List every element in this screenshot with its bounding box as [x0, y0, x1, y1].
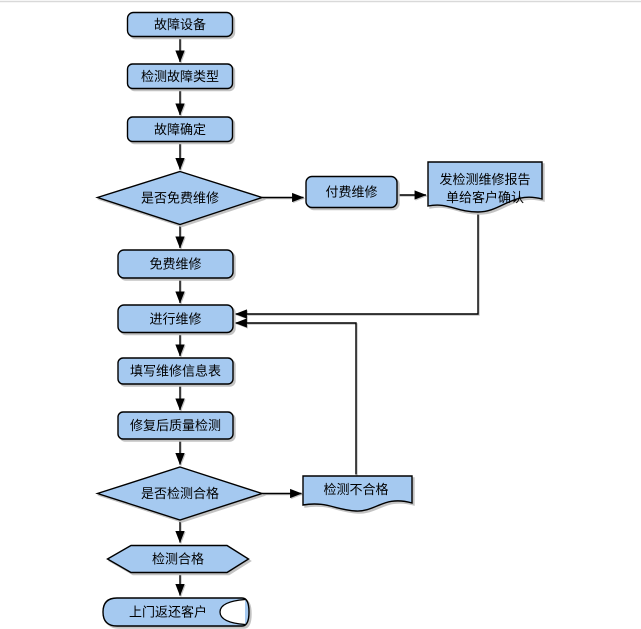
send-report-label-line1: 发检测维修报告 [439, 172, 530, 187]
check-failed-label: 检测不合格 [323, 482, 388, 497]
detect-fault-type-label: 检测故障类型 [141, 69, 219, 84]
quality-check-shape [117, 411, 234, 440]
is-check-passed-label: 是否检测合格 [141, 486, 219, 501]
do-repair-label: 进行维修 [149, 312, 201, 327]
node-free-repair: 免费维修 [117, 249, 234, 279]
node-faulty-device: 故障设备 [126, 11, 234, 38]
connectors [175, 36, 479, 597]
return-to-customer-notch [219, 598, 246, 626]
edge-failed-to-dorepair [234, 318, 357, 475]
nodes: 故障设备 检测故障类型 故障确定 是否免费维修 付费维修 发检测维修报告 单给客… [95, 11, 543, 627]
node-do-repair: 进行维修 [117, 304, 234, 334]
check-failed-shape [302, 475, 413, 512]
free-repair-shape [117, 249, 234, 279]
quality-check-label: 修复后质量检测 [130, 418, 221, 433]
is-free-repair-shape [95, 170, 265, 226]
free-repair-label: 免费维修 [149, 257, 201, 272]
fill-repair-form-shape [117, 357, 234, 385]
node-is-free-repair: 是否免费维修 [95, 170, 265, 226]
send-report-shape [427, 161, 543, 213]
fault-confirmed-shape [126, 116, 234, 143]
check-passed-shape [106, 544, 250, 574]
node-check-failed: 检测不合格 [302, 475, 413, 512]
faulty-device-label: 故障设备 [154, 17, 206, 32]
node-detect-fault-type: 检测故障类型 [126, 63, 234, 90]
send-report-label-line2: 单给客户确认 [446, 190, 524, 205]
node-quality-check: 修复后质量检测 [117, 411, 234, 440]
paid-repair-label: 付费维修 [325, 185, 377, 200]
check-passed-label: 检测合格 [152, 552, 204, 567]
is-check-passed-shape [95, 466, 265, 521]
node-check-passed: 检测合格 [106, 544, 250, 574]
do-repair-shape [117, 304, 234, 334]
fault-confirmed-label: 故障确定 [154, 122, 206, 137]
node-fault-confirmed: 故障确定 [126, 116, 234, 143]
return-to-customer-label: 上门返还客户 [129, 605, 207, 620]
detect-fault-type-shape [126, 63, 234, 90]
is-free-repair-label: 是否免费维修 [141, 191, 219, 206]
return-to-customer-shape [102, 597, 250, 627]
edge-report-to-dorepair [234, 213, 479, 319]
node-send-report: 发检测维修报告 单给客户确认 [427, 161, 543, 213]
node-paid-repair: 付费维修 [305, 175, 398, 209]
paid-repair-shape [305, 175, 398, 209]
node-fill-repair-form: 填写维修信息表 [117, 357, 234, 385]
node-is-check-passed: 是否检测合格 [95, 466, 265, 521]
fill-repair-form-label: 填写维修信息表 [130, 364, 221, 379]
node-return-to-customer: 上门返还客户 [102, 597, 250, 627]
faulty-device-shape [126, 11, 234, 38]
